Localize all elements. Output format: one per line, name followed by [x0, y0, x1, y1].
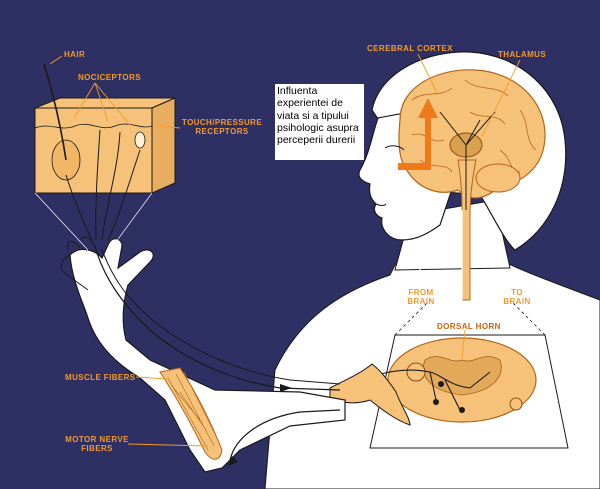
left-ganglion	[406, 362, 426, 382]
skin-to-hand-lines	[34, 192, 153, 251]
label-touch-pressure: TOUCH/PRESSURE RECEPTORS	[180, 118, 264, 136]
hand	[69, 238, 346, 473]
touch-receptor	[134, 131, 146, 149]
muscle-fiber-lines	[167, 371, 219, 451]
label-from-brain-line2: BRAIN	[407, 297, 435, 306]
label-cerebral-cortex: CEREBRAL CORTEX	[367, 44, 453, 53]
label-from-brain: FROM BRAIN	[404, 288, 438, 306]
leader-thalamus	[481, 59, 521, 137]
label-motor-nerve-line1: MOTOR NERVE	[65, 435, 129, 444]
skin-block	[34, 63, 176, 251]
leader-nociceptors	[73, 82, 131, 126]
eye	[384, 145, 405, 151]
spinal-cross-section	[367, 299, 569, 449]
label-motor-nerve-line2: FIBERS	[81, 444, 113, 453]
label-motor-nerve-fibers: MOTOR NERVE FIBERS	[65, 435, 129, 453]
lips	[375, 203, 387, 206]
label-touch-pressure-line1: TOUCH/PRESSURE	[181, 118, 263, 127]
projection-lines	[394, 299, 546, 336]
arm	[60, 236, 346, 473]
right-ganglion	[509, 397, 523, 411]
nerve-root	[329, 363, 411, 426]
skin-side	[151, 97, 176, 194]
leader-hair	[49, 55, 63, 65]
label-to-brain-line1: TO	[511, 288, 523, 297]
synapse-dot-1	[433, 399, 439, 405]
label-touch-pressure-line2: RECEPTORS	[195, 127, 249, 136]
leader-cortex	[417, 53, 439, 96]
sensory-nerves-2	[101, 249, 341, 385]
skin-layers	[34, 123, 153, 129]
leader-touch	[157, 125, 181, 129]
brain-pathways	[439, 111, 496, 210]
leader-lines	[49, 53, 521, 447]
cerebellum	[475, 163, 521, 193]
muscle-fibers	[159, 367, 223, 460]
leader-muscle	[135, 376, 169, 380]
receptor-nerves	[65, 129, 141, 241]
label-to-brain: TO BRAIN	[500, 288, 534, 306]
woman-figure	[264, 51, 600, 489]
callout-box: Influenta experientei de viata si a tipu…	[275, 84, 364, 160]
hair-shaft	[43, 63, 67, 161]
label-to-brain-line2: BRAIN	[503, 297, 531, 306]
label-dorsal-horn: DORSAL HORN	[437, 322, 501, 331]
motor-nerve-arrow-icon	[228, 456, 238, 466]
sensory-arrow-icon	[280, 384, 292, 392]
sensory-nerves	[95, 249, 341, 391]
leader-motor	[127, 443, 209, 447]
label-from-brain-line1: FROM	[408, 288, 434, 297]
label-muscle-fibers: MUSCLE FIBERS	[65, 373, 136, 382]
cortex-arrow-icon	[398, 98, 438, 170]
label-thalamus: THALAMUS	[498, 50, 547, 59]
synapse-dot-3	[459, 407, 465, 413]
dorsal-horn-lines	[367, 369, 491, 411]
label-nociceptors: NOCICEPTORS	[78, 73, 141, 82]
label-hair: HAIR	[64, 50, 86, 59]
synapse-dot-2	[438, 381, 444, 387]
leader-dorsal	[461, 329, 466, 359]
skin-front	[34, 107, 153, 194]
motor-nerve	[229, 409, 341, 461]
